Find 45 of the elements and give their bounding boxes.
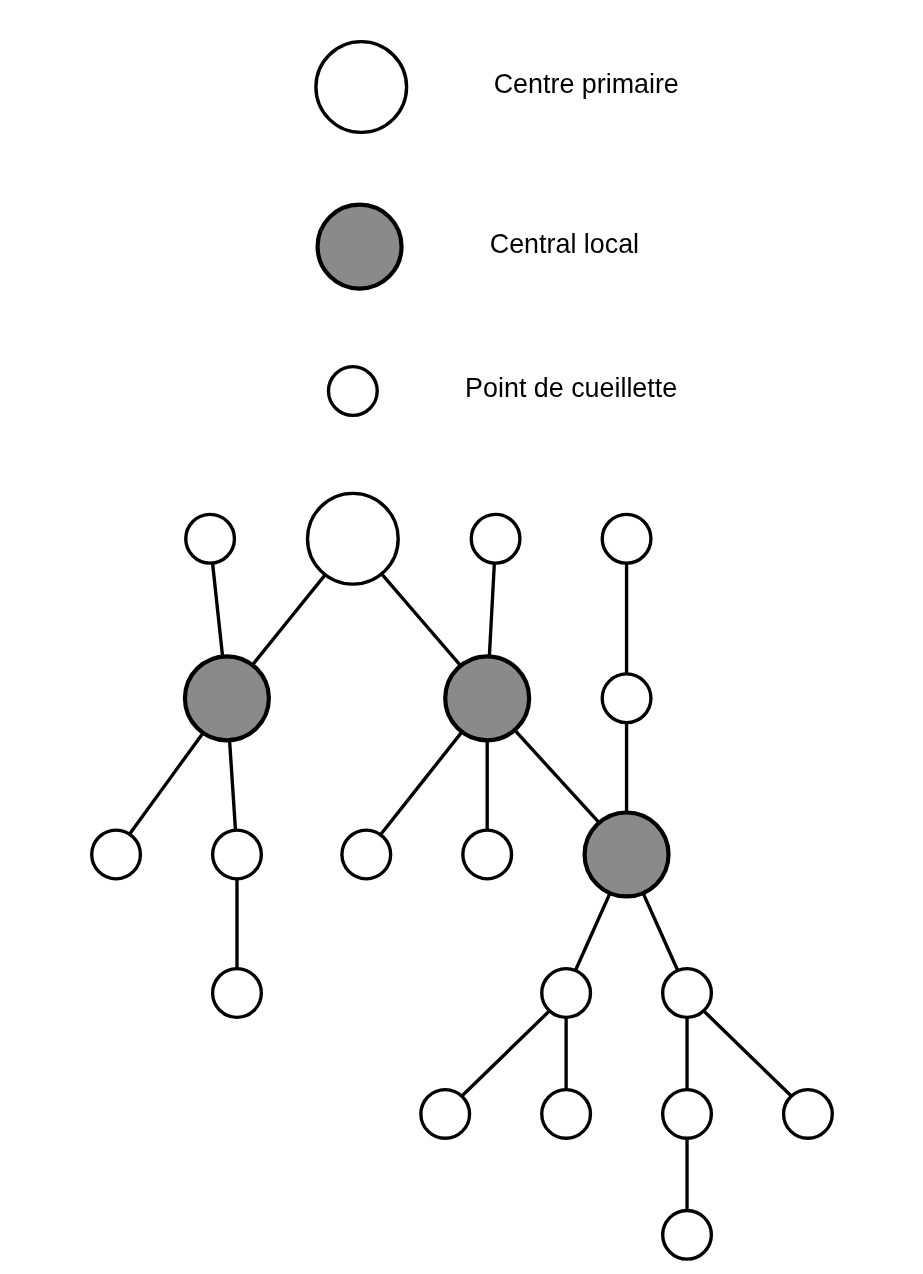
connector bbox=[684, 1017, 689, 1090]
node-circle bbox=[326, 364, 379, 417]
connector bbox=[485, 740, 489, 830]
connector bbox=[573, 892, 612, 971]
connector bbox=[380, 573, 462, 667]
connector bbox=[234, 879, 239, 969]
connector bbox=[487, 563, 496, 656]
node-circle bbox=[539, 1087, 592, 1140]
connector bbox=[702, 1009, 792, 1098]
node-circle bbox=[660, 1087, 713, 1140]
connector bbox=[210, 563, 224, 657]
connector bbox=[227, 740, 237, 830]
legend-label: Centre primaire bbox=[493, 69, 679, 100]
connector bbox=[624, 563, 628, 674]
node-circle bbox=[313, 40, 408, 135]
node-circle bbox=[582, 810, 671, 899]
node-circle bbox=[418, 1087, 471, 1140]
legend-label: Point de cueillette bbox=[464, 373, 677, 404]
node-circle bbox=[660, 1208, 713, 1261]
connector bbox=[379, 731, 463, 836]
node-circle bbox=[660, 967, 713, 1020]
node-circle bbox=[183, 512, 236, 565]
connector bbox=[563, 1017, 568, 1090]
connector bbox=[641, 892, 679, 971]
legend-label: Central local bbox=[489, 228, 639, 259]
node-circle bbox=[314, 202, 404, 291]
node-circle bbox=[539, 967, 592, 1020]
node-circle bbox=[339, 828, 392, 881]
connector bbox=[127, 732, 204, 836]
connector bbox=[460, 1009, 550, 1098]
node-circle bbox=[442, 654, 531, 743]
node-circle bbox=[600, 672, 653, 725]
node-circle bbox=[210, 828, 263, 881]
node-circle bbox=[781, 1087, 834, 1140]
node-circle bbox=[210, 967, 263, 1020]
node-circle bbox=[182, 654, 271, 743]
connector bbox=[624, 723, 628, 813]
connector bbox=[513, 729, 600, 824]
node-circle bbox=[460, 828, 513, 881]
node-circle bbox=[89, 828, 142, 881]
node-circle bbox=[305, 491, 400, 586]
connector bbox=[250, 574, 326, 666]
connector bbox=[684, 1138, 689, 1210]
node-circle bbox=[469, 512, 522, 565]
node-circle bbox=[600, 512, 653, 565]
